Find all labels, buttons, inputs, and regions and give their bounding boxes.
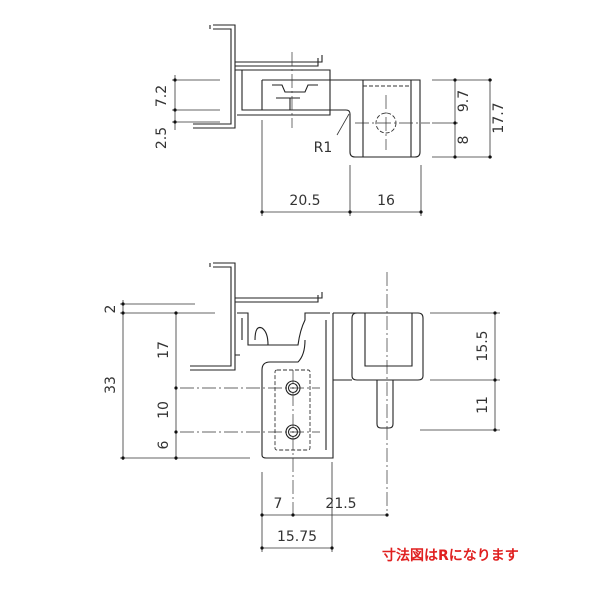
dim-15-75: 15.75	[277, 529, 317, 545]
dim-6: 6	[156, 440, 172, 449]
hidden-slot	[274, 369, 311, 451]
dim-2-5: 2.5	[154, 127, 170, 149]
dim-7-2: 7.2	[154, 85, 170, 107]
hinge-block	[333, 312, 424, 381]
bracket-body	[261, 79, 330, 110]
mounting-plate	[261, 313, 334, 459]
frame-profile	[190, 262, 236, 371]
rail-profile	[235, 55, 331, 116]
dim-20-5: 20.5	[289, 193, 320, 209]
dim-11: 11	[475, 396, 491, 414]
dim-8: 8	[456, 136, 472, 145]
dim-2: 2	[103, 305, 119, 314]
dim-17: 17	[156, 341, 172, 359]
hinge-pin	[376, 380, 394, 429]
bottom-view: 2 33 17 10 6 15.5 11 7 21.5 15.75	[103, 262, 500, 552]
dim-9-7: 9.7	[456, 90, 472, 112]
note-text: 寸法図はRになります	[382, 548, 519, 564]
top-view: 7.2 2.5 9.7 8 17.7 20.5 16 R1	[154, 24, 507, 216]
dim-33: 33	[103, 376, 119, 394]
dim-10: 10	[156, 401, 172, 419]
rail-profile	[235, 292, 330, 356]
frame-profile	[193, 24, 236, 129]
radius-r1: R1	[314, 140, 333, 156]
dim-17-7: 17.7	[491, 102, 507, 133]
dim-16: 16	[377, 193, 395, 209]
hinge-block	[330, 79, 421, 158]
dim-15-5: 15.5	[475, 330, 491, 361]
dim-21-5: 21.5	[325, 496, 356, 512]
dim-7: 7	[274, 496, 283, 512]
